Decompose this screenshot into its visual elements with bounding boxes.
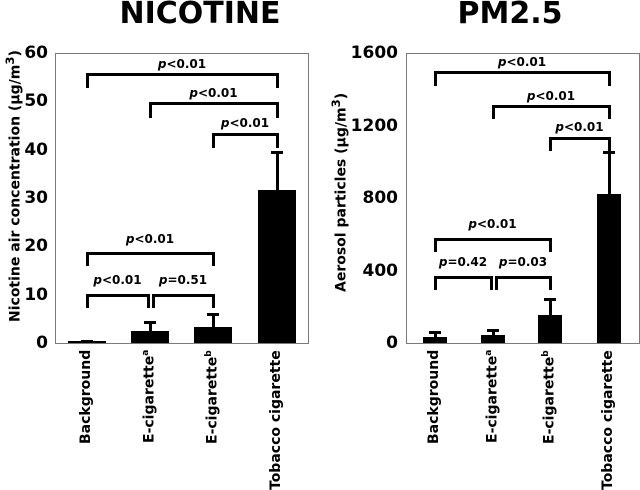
error-bar [276,152,279,190]
significance-bracket [434,71,611,86]
x-tick-label: Background [78,350,94,444]
error-cap [603,151,615,154]
y-tick-label: 800 [338,189,398,207]
significance-bracket [152,294,215,308]
y-tick-label: 20 [0,237,48,255]
p-value-label: p=0.51 [153,273,213,287]
bar [481,335,505,343]
y-tick-label: 60 [0,44,48,62]
y-tick-label: 30 [0,189,48,207]
y-tick-label: 40 [0,141,48,159]
bar [68,341,106,343]
x-tick-label: Tobacco cigarette [268,350,284,490]
bar [423,337,447,343]
x-tick-label: E-cigarettea [484,350,501,443]
y-tick-label: 1200 [338,117,398,135]
significance-bracket [86,252,215,266]
error-cap [487,329,499,332]
error-cap [271,151,283,154]
p-value-label: p<0.01 [493,89,609,103]
significance-bracket [495,276,552,290]
p-value-label: p<0.01 [435,217,550,231]
p-value-label: p=0.42 [435,255,491,269]
bar [597,194,621,343]
p-value-label: p<0.01 [87,57,277,71]
significance-bracket [86,294,150,308]
bar [538,315,562,343]
significance-bracket [434,276,493,290]
p-value-label: p<0.01 [550,120,609,134]
p-value-label: p=0.03 [496,255,550,269]
x-tick-label: Tobacco cigarette [600,350,616,490]
error-cap [144,321,156,324]
p-value-label: p<0.01 [435,55,609,69]
y-tick-label: 0 [0,334,48,352]
p-value-label: p<0.01 [87,232,213,246]
error-cap [429,331,441,334]
y-tick-label: 1600 [338,44,398,62]
p-value-label: p<0.01 [150,86,277,100]
y-tick-label: 50 [0,92,48,110]
x-tick-label: E-cigaretteb [541,350,558,444]
y-tick-label: 400 [338,262,398,280]
error-cap [544,298,556,301]
bar [258,190,296,343]
p-value-label: p<0.01 [213,116,277,130]
nicotine-panel: NICOTINE Nicotine air concentration (µg/… [0,0,320,476]
significance-bracket [492,105,611,119]
y-tick-label: 0 [338,334,398,352]
significance-bracket [434,238,552,252]
chart-title: PM2.5 [420,0,600,31]
significance-bracket [212,133,279,148]
bar [194,327,232,343]
x-tick-label: Background [426,350,442,444]
y-axis-label-sup: 3 [329,99,343,107]
chart-title: NICOTINE [80,0,320,31]
error-bar [608,152,611,194]
y-tick-label: 10 [0,286,48,304]
error-cap [207,313,219,316]
x-tick-label: E-cigarettea [141,350,158,443]
y-axis-label: Nicotine air concentration (µg/m3) [3,50,24,322]
bar [131,331,169,343]
significance-bracket [549,137,611,151]
x-tick-label: E-cigaretteb [204,350,221,444]
p-value-label: p<0.01 [87,273,148,287]
error-bar [549,299,552,315]
